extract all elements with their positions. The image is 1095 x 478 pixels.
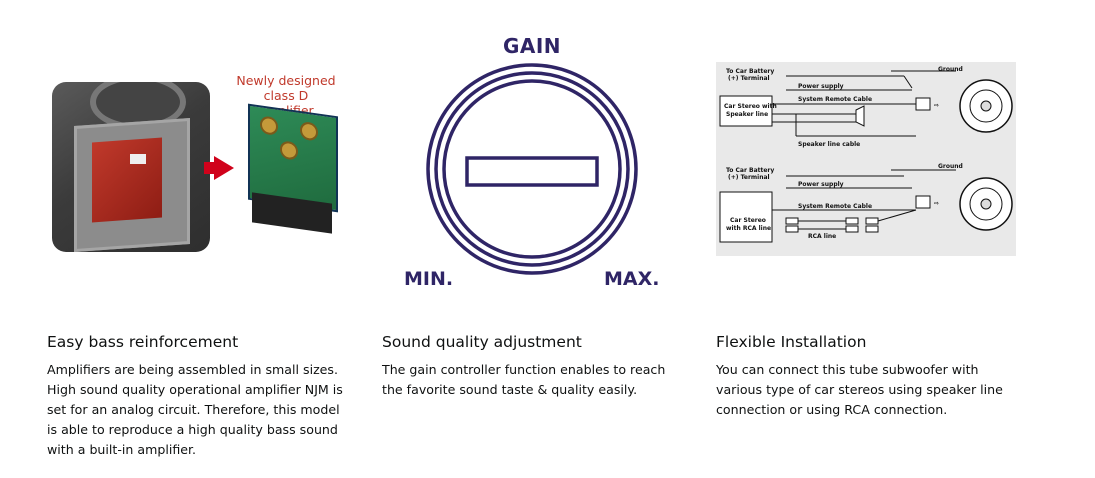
svg-text:⇨: ⇨: [934, 200, 939, 207]
subwoofer-amp-photo: [52, 82, 210, 252]
capacitor: [260, 115, 278, 136]
gain-dial-icon: [426, 63, 638, 275]
capacitor: [280, 140, 298, 161]
amp-image-label: Newly designed class D amplifier: [236, 73, 336, 118]
feature-heading: Easy bass reinforcement: [47, 333, 239, 351]
svg-text:Power supply: Power supply: [798, 181, 844, 188]
amp-bay: [92, 137, 162, 223]
svg-text:with RCA line: with RCA line: [726, 225, 771, 232]
svg-text:RCA line: RCA line: [808, 233, 836, 240]
svg-text:Ground: Ground: [938, 66, 963, 73]
feature-description: You can connect this tube subwoofer with…: [716, 362, 1003, 417]
feature-heading: Flexible Installation: [716, 333, 867, 351]
svg-text:Power supply: Power supply: [798, 83, 844, 90]
svg-text:(+) Terminal: (+) Terminal: [728, 174, 770, 181]
dial-max-label: MAX.: [604, 268, 660, 290]
arrow-right-icon: [214, 156, 234, 180]
capacitor: [300, 120, 318, 142]
svg-text:Speaker line: Speaker line: [726, 111, 768, 118]
dial-min-label: MIN.: [404, 268, 454, 290]
svg-text:Speaker line cable: Speaker line cable: [798, 141, 860, 148]
svg-text:Ground: Ground: [938, 163, 963, 170]
svg-text:Car Stereo: Car Stereo: [730, 217, 766, 224]
svg-text:To Car Battery: To Car Battery: [726, 167, 774, 174]
svg-text:(+) Terminal: (+) Terminal: [728, 75, 770, 82]
svg-text:⇨: ⇨: [934, 102, 939, 109]
dial-title: GAIN: [502, 34, 562, 58]
amp-chip: [130, 154, 146, 164]
wiring-diagram: To Car Battery (+) Terminal Ground Power…: [716, 62, 1016, 256]
svg-text:Car Stereo with: Car Stereo with: [724, 103, 777, 110]
svg-text:System Remote Cable: System Remote Cable: [798, 96, 872, 103]
feature-description: The gain controller function enables to …: [382, 362, 666, 397]
svg-text:To Car Battery: To Car Battery: [726, 68, 774, 75]
svg-text:System Remote Cable: System Remote Cable: [798, 203, 872, 210]
feature-heading: Sound quality adjustment: [382, 333, 582, 351]
rca-line-diagram: To Car Battery (+) Terminal Ground Power…: [719, 163, 1013, 243]
feature-description: Amplifiers are being assembled in small …: [47, 362, 343, 457]
arrow-tail: [204, 162, 216, 174]
speaker-line-diagram: To Car Battery (+) Terminal Ground Power…: [719, 66, 1013, 148]
